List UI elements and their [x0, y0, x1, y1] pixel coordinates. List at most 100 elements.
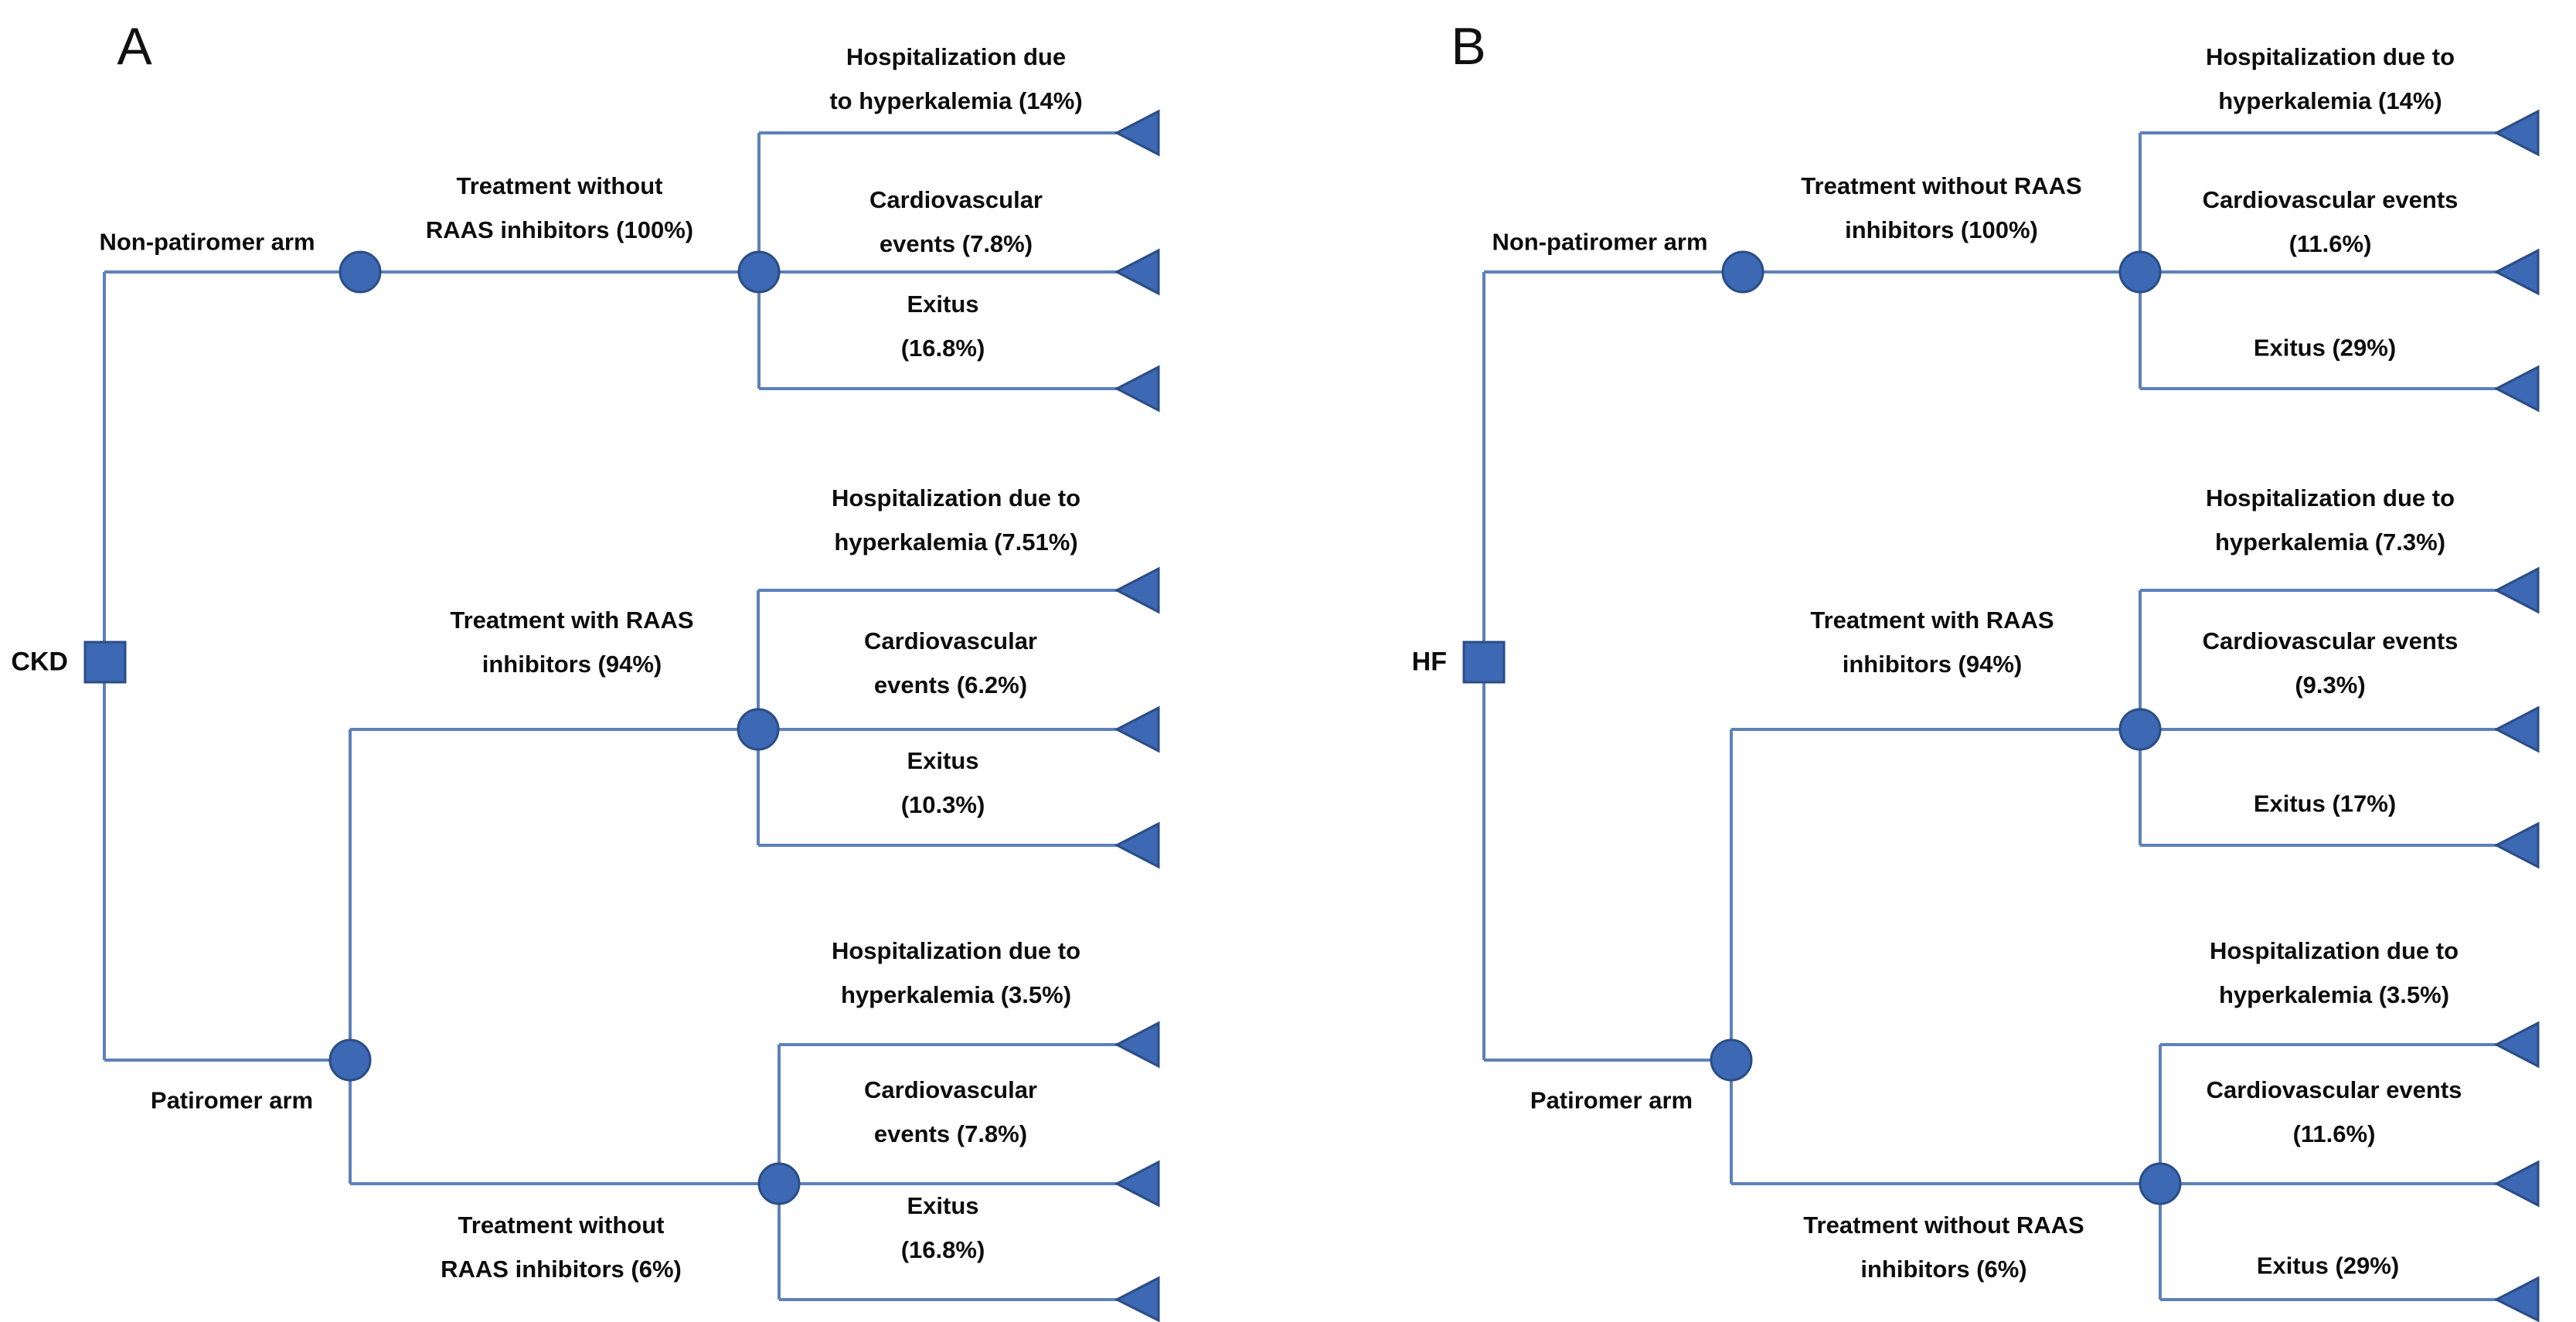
treatment-label-line: inhibitors (100%) [1845, 216, 2038, 243]
treatment-label-line: inhibitors (94%) [482, 651, 662, 678]
outcome-label-line: to hyperkalemia (14%) [829, 87, 1083, 114]
outcome-label-line: Exitus [907, 747, 979, 774]
outcome-label-line: (9.3%) [2295, 671, 2366, 698]
outcome-label-line: Cardiovascular [869, 186, 1043, 213]
outcome-label-exitus: Exitus (29%) [2254, 326, 2396, 370]
outcome-label-line: Hospitalization due to [2209, 937, 2459, 964]
outcome-label-line: Cardiovascular [864, 1076, 1037, 1103]
terminal-node-icon [1114, 566, 1160, 614]
terminal-node-icon [2493, 365, 2540, 413]
outcome-label-line: hyperkalemia (7.51%) [834, 528, 1078, 556]
outcome-label-exitus: Exitus (29%) [2257, 1244, 2399, 1288]
terminal-node-icon [2493, 566, 2540, 614]
treatment-label-line: Treatment without RAAS [1803, 1212, 2084, 1239]
terminal-node-icon [1114, 1276, 1160, 1322]
treatment-label-line: Treatment without RAAS [1801, 172, 2082, 199]
terminal-node-icon [1114, 1021, 1160, 1069]
terminal-node-icon [1114, 365, 1160, 413]
outcome-label-line: Cardiovascular [864, 627, 1037, 654]
terminal-node-icon [1114, 821, 1160, 869]
chance-node [2118, 708, 2162, 751]
treatment-label-line: Treatment with RAAS [450, 607, 694, 634]
outcome-label-line: Cardiovascular events [2202, 627, 2459, 654]
outcome-label-line: (11.6%) [2288, 230, 2372, 257]
outcome-label-line: Hospitalization due to [2205, 43, 2455, 70]
outcome-label-exitus: Exitus (16.8%) [901, 1184, 985, 1272]
outcome-label-line: Exitus [907, 1192, 979, 1219]
treatment-label-line: Treatment without [458, 1212, 665, 1239]
outcome-label-exitus: Exitus (10.3%) [901, 739, 985, 827]
terminal-node-icon [2493, 248, 2540, 296]
outcome-label-exitus: Exitus (16.8%) [901, 282, 985, 370]
outcome-label-line: (16.8%) [900, 335, 985, 362]
outcome-label-line: Hospitalization due to [831, 484, 1081, 511]
arm-label-non-patiromer: Non-patiromer arm [99, 228, 315, 256]
treatment-label-with-raas-94: Treatment with RAAS inhibitors (94%) [1810, 598, 2054, 686]
outcome-label-line: Exitus (29%) [2256, 1252, 2400, 1280]
arm-label-patiromer: Patiromer arm [150, 1086, 314, 1114]
treatment-label-line: RAAS inhibitors (100%) [425, 216, 694, 243]
outcome-label-exitus: Exitus (17%) [2254, 782, 2396, 826]
outcome-label-line: Exitus [907, 291, 979, 318]
terminal-node-icon [2493, 109, 2540, 157]
chance-node [2139, 1162, 2182, 1205]
outcome-label-cardiovascular: Cardiovascular events (9.3%) [2203, 619, 2459, 707]
chance-node [1710, 1038, 1753, 1082]
outcome-label-line: Cardiovascular events [2202, 186, 2459, 213]
outcome-label-line: events (7.8%) [873, 1120, 1028, 1147]
treatment-label-line: Treatment with RAAS [1810, 607, 2054, 634]
outcome-label-hospitalization: Hospitalization due to hyperkalemia (7.3… [2206, 476, 2455, 564]
treatment-label-without-raas-6: Treatment without RAAS inhibitors (6%) [441, 1203, 682, 1291]
outcome-label-line: (10.3%) [900, 791, 985, 818]
terminal-node-icon [1114, 109, 1160, 157]
chance-node [328, 1038, 372, 1082]
outcome-label-line: events (7.8%) [879, 230, 1033, 257]
outcome-label-line: Exitus (17%) [2253, 790, 2397, 817]
outcome-label-line: events (6.2%) [873, 671, 1028, 698]
root-label-ckd: CKD [11, 647, 68, 677]
outcome-label-line: hyperkalemia (14%) [2218, 87, 2442, 114]
terminal-node-icon [1114, 248, 1160, 296]
chance-node [339, 250, 382, 294]
outcome-label-cardiovascular: Cardiovascular events (7.8%) [864, 1068, 1037, 1156]
chance-node [737, 250, 781, 294]
outcome-label-cardiovascular: Cardiovascular events (7.8%) [869, 178, 1043, 266]
treatment-label-with-raas-94: Treatment with RAAS inhibitors (94%) [450, 598, 693, 686]
root-label-hf: HF [1411, 647, 1447, 677]
treatment-label-without-raas-6: Treatment without RAAS inhibitors (6%) [1803, 1203, 2084, 1291]
treatment-label-line: RAAS inhibitors (6%) [441, 1256, 682, 1283]
outcome-label-line: Hospitalization due to [2205, 484, 2455, 511]
outcome-label-line: (16.8%) [900, 1236, 985, 1263]
outcome-label-hospitalization: Hospitalization due to hyperkalemia (14%… [2206, 35, 2455, 123]
terminal-node-icon [2493, 821, 2540, 869]
chance-node [2118, 250, 2162, 294]
outcome-label-cardiovascular: Cardiovascular events (11.6%) [2203, 178, 2459, 266]
panel-a-nodes [83, 109, 1160, 1322]
outcome-label-hospitalization: Hospitalization due to hyperkalemia (3.5… [2210, 929, 2459, 1017]
decision-node-hf [1462, 641, 1506, 684]
terminal-node-icon [1114, 1160, 1160, 1208]
treatment-label-line: inhibitors (6%) [1860, 1256, 2027, 1283]
outcome-label-line: (11.6%) [2292, 1120, 2376, 1147]
outcome-label-line: Exitus (29%) [2253, 334, 2397, 362]
terminal-node-icon [2493, 1021, 2540, 1069]
terminal-node-icon [2493, 705, 2540, 753]
treatment-label-line: inhibitors (94%) [1842, 651, 2023, 678]
treatment-label-line: Treatment without [456, 172, 663, 199]
terminal-node-icon [1114, 705, 1160, 753]
outcome-label-line: hyperkalemia (7.3%) [2214, 528, 2446, 556]
outcome-label-line: Hospitalization due to [831, 937, 1081, 964]
arm-label-non-patiromer: Non-patiromer arm [1492, 228, 1708, 256]
outcome-label-hospitalization: Hospitalization due to hyperkalemia (3.5… [832, 929, 1080, 1017]
terminal-node-icon [2493, 1160, 2540, 1208]
treatment-label-without-raas-100: Treatment without RAAS inhibitors (100%) [1801, 164, 2081, 252]
outcome-label-line: Cardiovascular events [2206, 1076, 2462, 1103]
panel-b-letter: B [1451, 17, 1486, 76]
arm-label-patiromer: Patiromer arm [1530, 1086, 1693, 1114]
outcome-label-cardiovascular: Cardiovascular events (11.6%) [2207, 1068, 2462, 1156]
outcome-label-hospitalization: Hospitalization due to hyperkalemia (14%… [829, 35, 1082, 123]
outcome-label-line: hyperkalemia (3.5%) [2218, 981, 2450, 1008]
panel-b-nodes [1462, 109, 2540, 1322]
